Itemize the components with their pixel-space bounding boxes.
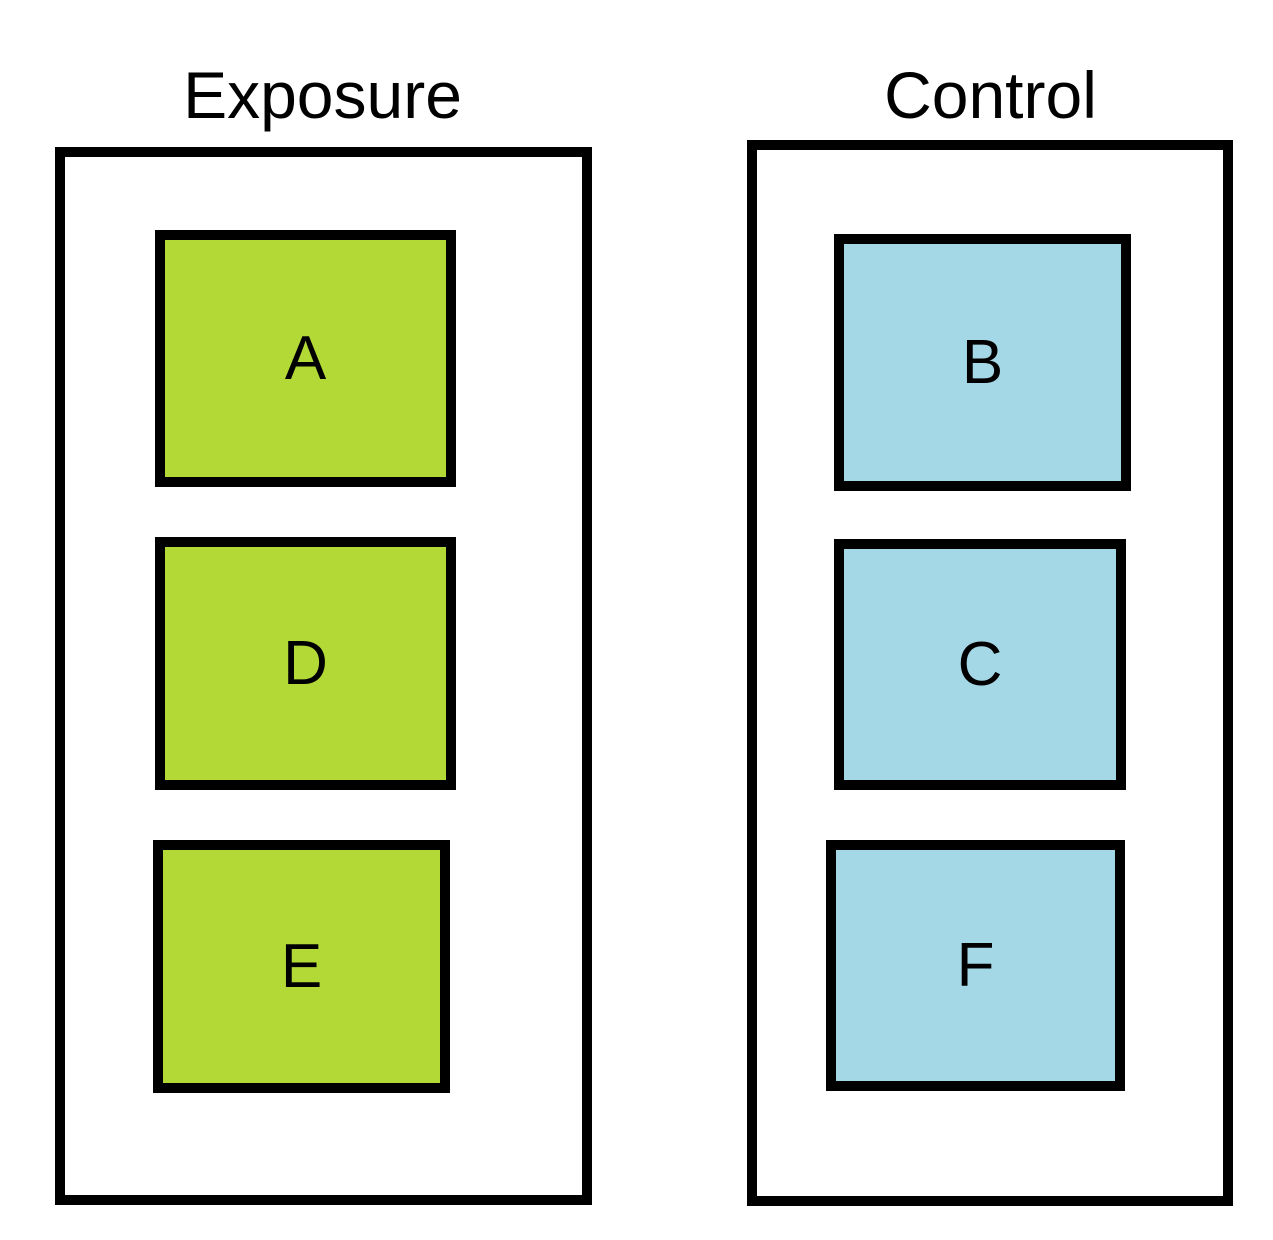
exposure-box-e: E: [153, 840, 450, 1093]
exposure-box-a: A: [155, 230, 456, 487]
control-box-f: F: [826, 840, 1125, 1091]
control-group-title: Control: [884, 58, 1097, 132]
control-box-c: C: [834, 539, 1126, 790]
exposure-box-d: D: [155, 537, 456, 790]
control-box-b: B: [834, 234, 1131, 491]
exposure-group-title: Exposure: [183, 58, 462, 132]
